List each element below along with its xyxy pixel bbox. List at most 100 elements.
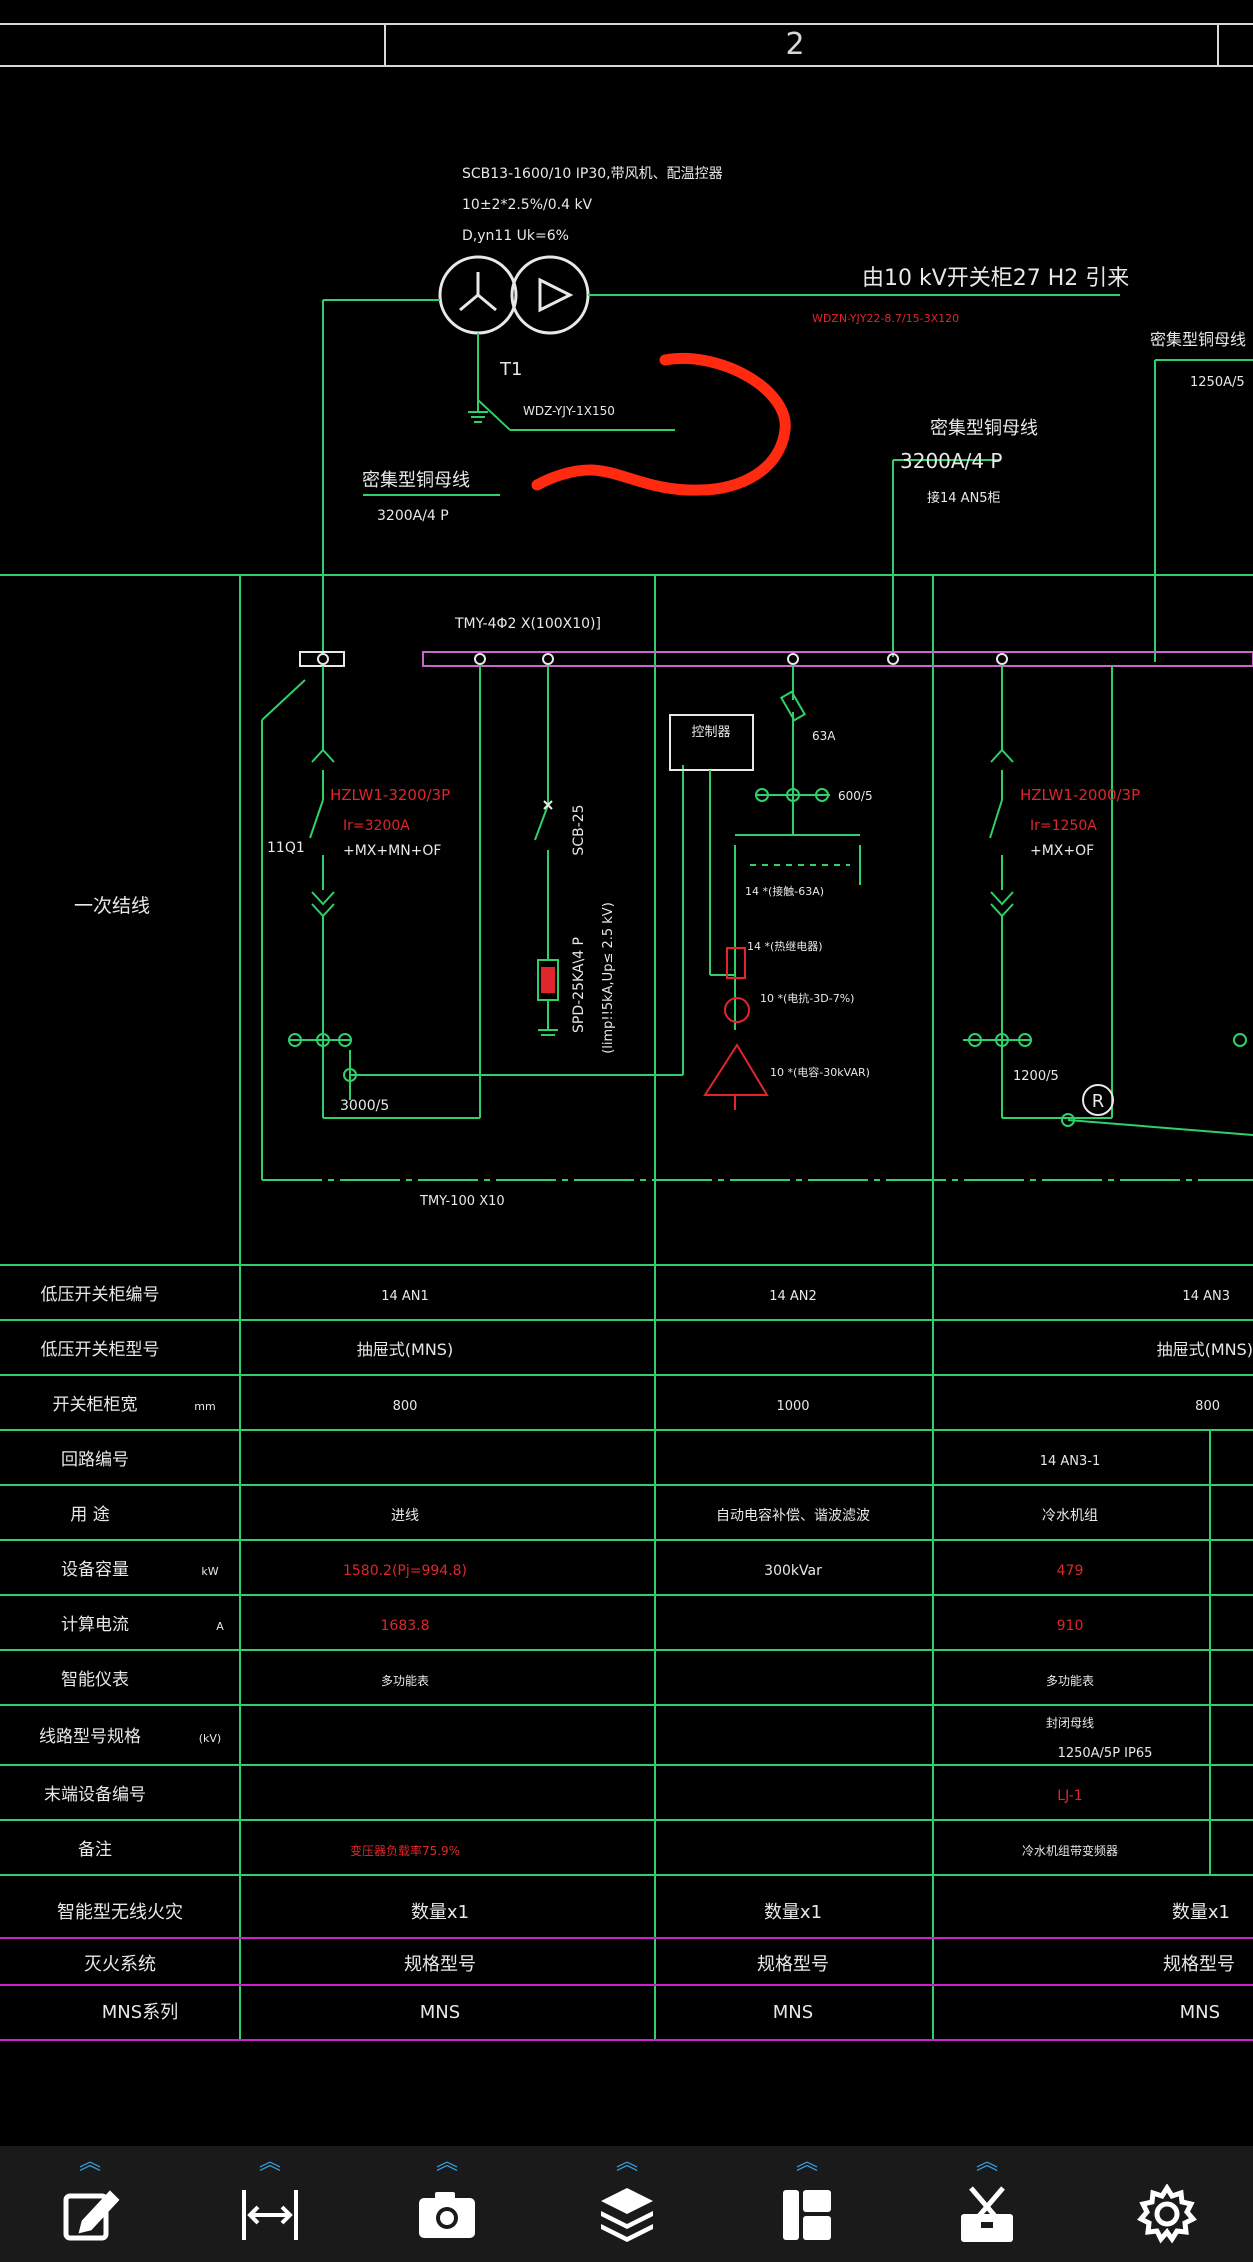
table-cell: 进线 [391, 1508, 419, 1524]
table-cell: 低压开关柜型号 [41, 1340, 160, 1360]
table-cell: 1250A/5P IP65 [1058, 1746, 1153, 1761]
table-row-2: 低压开关柜型号 抽屉式(MNS) 抽屉式(MNS) [41, 1340, 1253, 1360]
edit-icon [63, 2190, 120, 2241]
red-annotation-stroke [531, 353, 791, 496]
gear-icon [1137, 2184, 1197, 2244]
extra-row-3: MNS系列 MNS MNS MNS [102, 2002, 1220, 2023]
table-row-6: 设备容量 kW 1580.2(Pj=994.8) 300kVar 479 [61, 1560, 1083, 1580]
cab1-breaker: HZLW1-3200/3P [330, 786, 450, 804]
bus-tap-points [317, 653, 1008, 665]
cab2-relay: 14 *(热继电器) [747, 940, 823, 953]
table-cell: 数量x1 [411, 1902, 469, 1923]
measure-icon [242, 2190, 298, 2240]
table-cell: 14 AN2 [769, 1289, 817, 1304]
cab2-controller: 控制器 [691, 725, 730, 740]
cab1-accessories: +MX+MN+OF [343, 843, 442, 859]
busway-left-name: 密集型铜母线 [362, 470, 470, 491]
table-cell: A [216, 1620, 224, 1633]
table-cell: 线路型号规格 [39, 1727, 141, 1747]
table-cell: 1683.8 [381, 1618, 430, 1634]
cab3-circuit [963, 666, 1253, 1136]
cab2-controller-box [669, 714, 754, 771]
camera-button[interactable]: ︽ [392, 2146, 502, 2262]
cab2-ct: 600/5 [838, 789, 873, 803]
table-cell: MNS [1180, 2002, 1220, 2023]
expand-chevron-icon: ︽ [258, 2150, 281, 2175]
settings-button[interactable] [1112, 2146, 1222, 2262]
table-cell: 300kVar [764, 1563, 822, 1579]
table-cell: 规格型号 [1163, 1954, 1235, 1975]
table-cell: 备注 [78, 1840, 112, 1860]
table-cell: 灭火系统 [84, 1954, 156, 1975]
busway-right-name: 密集型铜母线 [1150, 330, 1246, 349]
cab1-rating: Ir=3200A [343, 818, 410, 834]
main-bus-label: TMY-4Φ2 X(100X10)] [454, 616, 601, 632]
transformer-spec-1: SCB13-1600/10 IP30,带风机、配温控器 [462, 166, 723, 182]
expand-chevron-icon: ︽ [78, 2150, 101, 2175]
table-cell: MNS [420, 2002, 460, 2023]
cab2-capacitor-label: 10 *(电容-30kVAR) [770, 1065, 870, 1079]
section-label: 一次结线 [74, 895, 150, 917]
table-cell: 冷水机组 [1042, 1508, 1098, 1524]
table-cell: 封闭母线 [1046, 1716, 1094, 1730]
layers-icon [601, 2188, 653, 2242]
bottom-toolbar: ︽ ︽ ︽ ︽ ︽ [0, 2146, 1253, 2262]
table-cell: 抽屉式(MNS) [357, 1340, 453, 1359]
table-cell: MNS [773, 2002, 813, 2023]
table-cell: 910 [1057, 1618, 1084, 1634]
cab1-switch-id: 11Q1 [267, 840, 305, 856]
table-cell: 设备容量 [61, 1560, 129, 1580]
toolbox-button[interactable]: ︽ [932, 2146, 1042, 2262]
table-cell: 自动电容补偿、谐波滤波 [716, 1507, 870, 1524]
source-note: 由10 kV开关柜27 H2 引来 [862, 266, 1129, 291]
toolbox-icon [961, 2186, 1013, 2242]
table-cell: 800 [1195, 1399, 1220, 1414]
edit-button[interactable]: ︽ [35, 2146, 145, 2262]
table-cell: kW [201, 1565, 218, 1578]
table-cell: 800 [393, 1399, 418, 1414]
table-row-10: 末端设备编号 LJ-1 [44, 1785, 1083, 1805]
table-cell: 开关柜柜宽 [53, 1395, 138, 1415]
camera-icon [419, 2192, 475, 2238]
expand-chevron-icon: ︽ [795, 2150, 818, 2175]
cab2-fuse: 63A [812, 729, 836, 743]
table-row-4: 回路编号 14 AN3-1 [61, 1450, 1100, 1470]
layout-button[interactable]: ︽ [752, 2146, 862, 2262]
cab1-spd-breaker: SCB-25 [571, 804, 587, 855]
table-cell: (kV) [199, 1732, 221, 1745]
cab2-reactor: 10 *(电抗-3D-7%) [760, 991, 854, 1005]
busway-left-rating: 3200A/4 P [377, 508, 449, 524]
expand-chevron-icon: ︽ [435, 2150, 458, 2175]
table-row-7: 计算电流 A 1683.8 910 [61, 1615, 1083, 1635]
expand-chevron-icon: ︽ [615, 2150, 638, 2175]
table-cell: 低压开关柜编号 [41, 1285, 160, 1305]
table-cell: 14 AN3 [1182, 1289, 1230, 1304]
title-block [0, 23, 1253, 67]
table-row-5: 用 途 进线 自动电容补偿、谐波滤波 冷水机组 [70, 1505, 1098, 1525]
extra-row-2: 灭火系统 规格型号 规格型号 规格型号 [84, 1954, 1235, 1975]
table-cell: 智能型无线火灾 [57, 1902, 183, 1923]
cab1-spd-model: SPD-25KA\4 P [571, 937, 587, 1033]
table-cell: 479 [1057, 1563, 1084, 1579]
table-row-8: 智能仪表 多功能表 多功能表 [61, 1670, 1094, 1690]
cab1-spd-x [543, 800, 553, 810]
spd-element [541, 967, 555, 993]
table-cell: 规格型号 [404, 1954, 476, 1975]
cabinet-grid [0, 574, 1253, 2040]
table-cell: 冷水机组带变频器 [1022, 1843, 1118, 1858]
cab1-ct: 3000/5 [340, 1098, 389, 1114]
table-cell: 数量x1 [1172, 1902, 1230, 1923]
table-row-3: 开关柜柜宽 mm 800 1000 800 [53, 1395, 1221, 1415]
measure-button[interactable]: ︽ [215, 2146, 325, 2262]
source-cable: WDZN-YJY22-8.7/15-3X120 [812, 312, 959, 325]
transformer-symbol [438, 255, 590, 335]
table-cell: 1580.2(Pj=994.8) [343, 1563, 467, 1579]
busway-mid-name: 密集型铜母线 [930, 418, 1038, 439]
layers-button[interactable]: ︽ [572, 2146, 682, 2262]
ground-cable-label: WDZ-YJY-1X150 [523, 404, 615, 418]
main-bus-bar [422, 651, 1253, 667]
cab3-ct: 1200/5 [1013, 1069, 1059, 1084]
cab3-accessories: +MX+OF [1030, 843, 1094, 859]
busway-right-rating: 1250A/5 [1190, 375, 1245, 390]
